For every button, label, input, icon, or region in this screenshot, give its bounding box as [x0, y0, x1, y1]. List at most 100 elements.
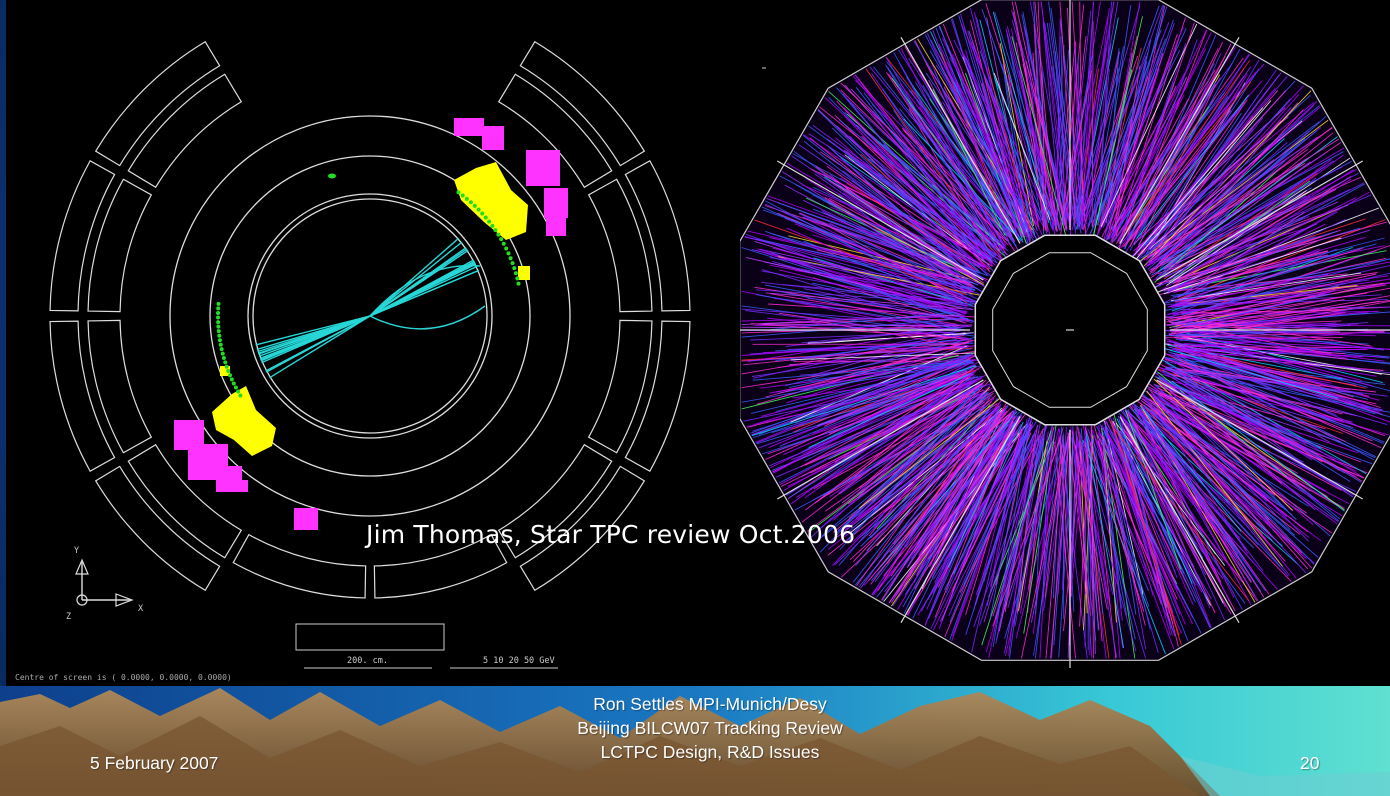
- hit: [493, 228, 498, 233]
- hit: [496, 232, 501, 237]
- curved-track: [369, 305, 486, 330]
- footer-event: Beijing BILCW07 Tracking Review: [577, 718, 843, 738]
- em-deposit: [212, 386, 276, 456]
- track: [265, 315, 371, 372]
- hit: [456, 190, 461, 195]
- page-number: 20: [1300, 753, 1320, 773]
- hit: [490, 223, 495, 228]
- footer-author: Ron Settles MPI-Munich/Desy: [593, 694, 827, 714]
- scale-length-label: 200. cm.: [347, 656, 388, 666]
- hit: [468, 200, 473, 205]
- sector-boundary: [1156, 379, 1364, 500]
- axis-x-label: X: [138, 604, 144, 614]
- sector-boundary: [1119, 36, 1240, 244]
- hit: [487, 219, 492, 224]
- em-deposit: [454, 162, 528, 240]
- hit: [217, 333, 222, 338]
- event-display-panel: Centre of screen is ( 0.0000, 0.0000, 0.…: [6, 0, 1390, 686]
- hit: [513, 271, 518, 276]
- hadronic-deposit: [544, 188, 568, 218]
- hit: [476, 207, 481, 212]
- hit: [516, 281, 521, 286]
- hit: [506, 251, 511, 256]
- star-tpc-event-display: [740, 0, 1390, 668]
- hadronic-deposit: [546, 218, 566, 236]
- track: [258, 315, 371, 355]
- hit: [224, 364, 229, 369]
- source-caption: Jim Thomas, Star TPC review Oct.2006: [366, 520, 856, 549]
- hit: [216, 320, 221, 325]
- sector-boundary: [776, 379, 984, 500]
- axes-icon: [75, 558, 134, 607]
- hit: [512, 266, 517, 271]
- hadronic-deposit: [454, 118, 484, 136]
- hit: [226, 368, 231, 373]
- status-line: Centre of screen is ( 0.0000, 0.0000, 0.…: [15, 673, 232, 682]
- track-bundle: [741, 1, 1390, 659]
- hit: [464, 196, 469, 201]
- sector-boundary: [900, 416, 1021, 624]
- hit: [216, 310, 221, 315]
- track: [269, 315, 371, 379]
- hit: [216, 306, 221, 311]
- hadronic-deposit: [482, 126, 504, 150]
- hit: [501, 241, 506, 246]
- hit: [216, 329, 221, 334]
- detector-ring: [209, 155, 531, 477]
- footer-center-block: Ron Settles MPI-Munich/Desy Beijing BILC…: [500, 692, 920, 764]
- track: [369, 269, 480, 317]
- axis-z-label: Z: [66, 612, 72, 622]
- hit: [472, 203, 477, 208]
- muon-ring: [49, 40, 691, 592]
- hit: [220, 351, 225, 356]
- footer-date: 5 February 2007: [90, 753, 219, 773]
- detector-ring: [169, 115, 571, 517]
- hit: [216, 315, 221, 320]
- hit: [219, 347, 224, 352]
- hit: [229, 377, 234, 382]
- hit: [217, 338, 222, 343]
- hit: [227, 373, 232, 378]
- axis-y-label: Y: [74, 546, 80, 556]
- footer-topic: LCTPC Design, R&D Issues: [600, 742, 820, 762]
- mountain-landscape-decoration: [0, 686, 1390, 796]
- muon-ring: [87, 73, 653, 599]
- detector-ring: [247, 193, 493, 439]
- hit: [508, 256, 513, 261]
- sector-boundary: [900, 36, 1021, 244]
- hit: [238, 393, 243, 398]
- hit: [515, 276, 520, 281]
- hit: [480, 211, 485, 216]
- hit: [236, 389, 241, 394]
- hit: [483, 215, 488, 220]
- track: [256, 315, 371, 351]
- track: [259, 315, 371, 360]
- hit: [216, 324, 221, 329]
- track: [369, 249, 469, 317]
- hit: [504, 246, 509, 251]
- scale-box: [295, 623, 445, 651]
- hit: [510, 261, 515, 266]
- em-deposit: [220, 366, 230, 376]
- hit: [216, 301, 221, 306]
- sector-boundary: [1119, 416, 1240, 624]
- track: [369, 259, 475, 317]
- hit: [499, 237, 504, 242]
- track: [369, 237, 460, 317]
- track: [369, 265, 478, 317]
- hadronic-deposit: [526, 150, 560, 186]
- hit: [223, 360, 228, 365]
- hit: [328, 173, 336, 179]
- single-event-display: [49, 40, 766, 669]
- curved-track: [369, 264, 481, 317]
- hit: [233, 385, 238, 390]
- hit: [221, 356, 226, 361]
- track: [255, 315, 371, 346]
- sector-boundary: [1156, 160, 1364, 281]
- energy-scale-label: 5 10 20 50 GeV: [483, 656, 555, 666]
- hit: [218, 342, 223, 347]
- sector-boundary: [776, 160, 984, 281]
- hit: [231, 381, 236, 386]
- hit: [460, 193, 465, 198]
